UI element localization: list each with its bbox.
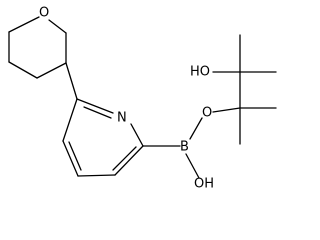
atom-label-ester-oxygen: O bbox=[202, 106, 212, 121]
bond-c3-c4 bbox=[8, 61, 38, 79]
bond-n-c2 bbox=[130, 123, 144, 147]
atom-label-boron: B bbox=[180, 140, 189, 155]
double-bond-c4-c5 bbox=[68, 141, 82, 171]
bond-c3-c4 bbox=[77, 174, 116, 177]
molecule-drawing: O N B O HO OH bbox=[8, 6, 277, 190]
bond-c4-c5 bbox=[62, 140, 79, 177]
double-bond-c6-n bbox=[83, 106, 112, 119]
bond-thp-pyridine bbox=[65, 62, 78, 100]
structure-canvas: O N B O HO OH bbox=[8, 6, 277, 190]
bond-c2-c3 bbox=[114, 145, 144, 176]
atom-label-nitrogen: N bbox=[117, 111, 127, 126]
bond-c6-n bbox=[76, 98, 114, 114]
bond-c4-c5 bbox=[36, 62, 67, 79]
bond-o-c2 bbox=[8, 16, 40, 33]
tetrahydropyran-ring bbox=[8, 16, 67, 79]
bond-boron-ester-o bbox=[189, 117, 203, 140]
atom-label-hydroxyl-pinacol: HO bbox=[190, 65, 210, 80]
bond-boron-hydroxyl bbox=[185, 153, 200, 179]
bond-ester-o-c bbox=[212, 107, 241, 113]
bond-c6-o bbox=[48, 19, 67, 34]
double-bond-c2-c3 bbox=[112, 146, 137, 171]
bond-c5-c6 bbox=[62, 98, 78, 142]
atom-label-hydroxyl-boron: OH bbox=[194, 177, 214, 190]
pyridine-ring bbox=[62, 98, 144, 177]
atom-label-ring-oxygen: O bbox=[39, 6, 49, 21]
